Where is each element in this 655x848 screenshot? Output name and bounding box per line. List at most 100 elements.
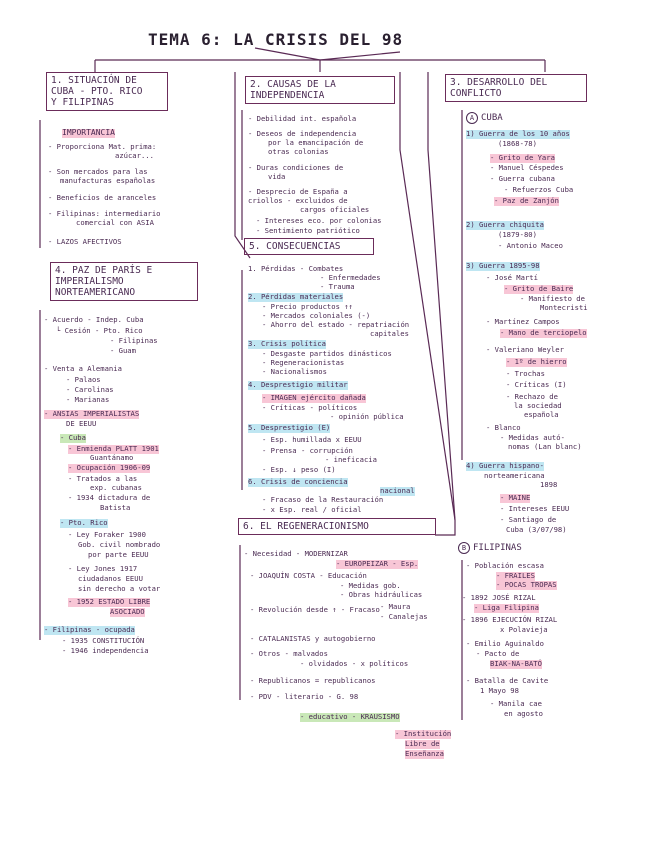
item: otras colonias bbox=[268, 147, 329, 156]
item: Montecristi bbox=[540, 303, 588, 312]
importancia-label: IMPORTANCIA bbox=[62, 128, 115, 138]
item: ASOCIADO bbox=[110, 607, 145, 617]
item: 5. Desprestigio (E) bbox=[248, 423, 331, 433]
item: - opinión pública bbox=[330, 412, 404, 421]
item: - Acuerdo - Indep. Cuba bbox=[44, 315, 144, 324]
item: 1898 bbox=[540, 480, 558, 489]
item: - Refuerzos Cuba bbox=[504, 185, 574, 194]
item: nomas (Lan blanc) bbox=[508, 442, 582, 451]
item: x Polavieja bbox=[500, 625, 548, 634]
item: - Batalla de Cavite bbox=[466, 676, 549, 685]
item: nacional bbox=[380, 486, 415, 496]
item: - 1934 dictadura de bbox=[68, 493, 151, 502]
item: - Guerra cubana bbox=[490, 174, 555, 183]
item: - Paz de Zanjón bbox=[494, 196, 559, 206]
box-causas: 2. CAUSAS DE LA INDEPENDENCIA bbox=[245, 76, 395, 104]
item: - Críticas (I) bbox=[506, 380, 567, 389]
item: manufacturas españolas bbox=[60, 176, 156, 185]
item: - LAZOS AFECTIVOS bbox=[48, 237, 122, 246]
item: - Revolución desde ↑ - Fracaso bbox=[250, 605, 380, 614]
item: (1879-80) bbox=[498, 230, 537, 239]
item: - Necesidad - MODERNIZAR bbox=[244, 549, 348, 558]
item: 1 Mayo 98 bbox=[480, 686, 519, 695]
item: - Marianas bbox=[66, 395, 110, 404]
item: - Blanco bbox=[486, 423, 521, 432]
item: criollos - excluidos de bbox=[248, 196, 348, 205]
item: - Emilio Aguinaldo bbox=[466, 639, 544, 648]
item: - JOAQUÍN COSTA - Educación bbox=[250, 571, 367, 580]
box-line: INDEPENDENCIA bbox=[250, 90, 325, 101]
item: - Manuel Céspedes bbox=[490, 163, 564, 172]
box-line: 3. DESARROLLO DEL bbox=[450, 77, 548, 88]
item: - Debilidad int. española bbox=[248, 114, 357, 123]
item: - Sentimiento patriótico bbox=[256, 226, 360, 235]
item: - Venta a Alemania bbox=[44, 364, 122, 373]
item: - Trochas bbox=[506, 369, 545, 378]
item: - Deseos de independencia bbox=[248, 129, 357, 138]
item: ciudadanos EEUU bbox=[78, 574, 143, 583]
item: - Filipinas - ocupada bbox=[44, 625, 135, 635]
item: - Precio productos ↑↑ bbox=[262, 302, 353, 311]
item: - 1896 EJECUCIÓN RIZAL bbox=[462, 615, 558, 624]
item: - Pacto de bbox=[476, 649, 520, 658]
item: norteamericana bbox=[484, 471, 545, 480]
item: española bbox=[524, 410, 559, 419]
item: (1868-78) bbox=[498, 139, 537, 148]
item: - Beneficios de aranceles bbox=[48, 193, 157, 202]
box-line: 6. EL REGENERACIONISMO bbox=[243, 521, 369, 532]
item: - Enfermedades bbox=[320, 273, 381, 282]
item: - educativo - KRAUSISMO bbox=[300, 712, 400, 722]
item: - Críticas - políticos bbox=[262, 403, 358, 412]
item: - x Esp. real / oficial bbox=[262, 505, 362, 514]
item: comercial con ASIA bbox=[76, 218, 154, 227]
item: - ANSIAS IMPERIALISTAS bbox=[44, 409, 140, 419]
item: - Ley Foraker 1900 bbox=[68, 530, 146, 539]
item: en agosto bbox=[504, 709, 543, 718]
item: exp. cubanas bbox=[90, 483, 142, 492]
item: vida bbox=[268, 172, 286, 181]
box-regeneracionismo: 6. EL REGENERACIONISMO bbox=[238, 518, 436, 535]
item: - Medidas gob. bbox=[340, 581, 401, 590]
item: └ Cesión - Pto. Rico bbox=[56, 326, 143, 335]
box-line: NORTEAMERICANO bbox=[55, 287, 136, 298]
item: - MAINE bbox=[500, 493, 531, 503]
box-desarrollo: 3. DESARROLLO DEL CONFLICTO bbox=[445, 74, 587, 102]
item: Gob. civil nombrado bbox=[78, 540, 161, 549]
item: - Intereses eco. por colonias bbox=[256, 216, 382, 225]
item: - IMAGEN ejército dañada bbox=[262, 393, 366, 403]
item: - Liga Filipina bbox=[474, 603, 539, 613]
item: - Antonio Maceo bbox=[498, 241, 563, 250]
item: - Fracaso de la Restauración bbox=[262, 495, 384, 504]
item: - Martínez Campos bbox=[486, 317, 560, 326]
page-title: TEMA 6: LA CRISIS DEL 98 bbox=[148, 30, 404, 49]
item: - Otros - malvados bbox=[250, 649, 328, 658]
item: BIAK-NA-BATÓ bbox=[490, 659, 542, 669]
item: Libre de bbox=[405, 739, 440, 749]
item: - POCAS TROPAS bbox=[496, 580, 557, 590]
item: - Prensa - corrupción bbox=[262, 446, 353, 455]
item: - Institución bbox=[395, 729, 452, 739]
item: DE EEUU bbox=[66, 419, 97, 428]
box-line: Y FILIPINAS bbox=[51, 97, 114, 108]
item: - olvidados - x políticos bbox=[300, 659, 409, 668]
item: - 1946 independencia bbox=[62, 646, 149, 655]
box-paz-paris: 4. PAZ DE PARÍS E IMPERIALISMO NORTEAMER… bbox=[50, 262, 198, 301]
item: 3. Crisis política bbox=[248, 339, 326, 349]
item: - Duras condiciones de bbox=[248, 163, 344, 172]
item: - Republicanos = republicanos bbox=[250, 676, 376, 685]
item: - Palaos bbox=[66, 375, 101, 384]
item: - Santiago de bbox=[500, 515, 557, 524]
item: 4) Guerra hispano- bbox=[466, 461, 544, 471]
item: - PDV - literario - G. 98 bbox=[250, 692, 359, 701]
item: - Manifiesto de bbox=[520, 294, 585, 303]
item: por la emancipación de bbox=[268, 138, 364, 147]
item: - Cuba bbox=[60, 433, 86, 443]
item: Enseñanza bbox=[405, 749, 444, 759]
item: - Desgaste partidos dinásticos bbox=[262, 349, 392, 358]
item: - Guam bbox=[110, 346, 136, 355]
item: - Grito de Yara bbox=[490, 153, 555, 163]
item: 1. Pérdidas - Combates bbox=[248, 264, 344, 273]
item: azúcar... bbox=[115, 151, 154, 160]
